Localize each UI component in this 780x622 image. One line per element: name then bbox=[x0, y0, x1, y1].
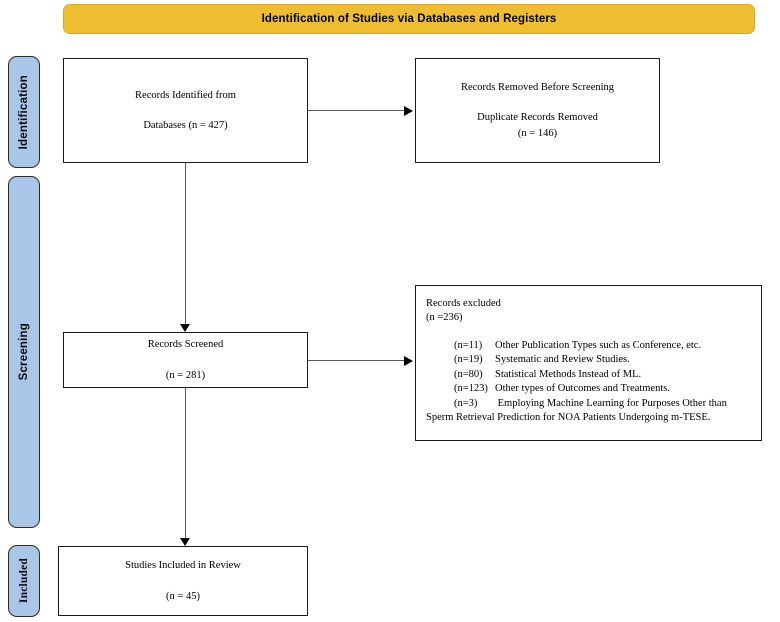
stage-tab-screening: Screening bbox=[8, 176, 40, 528]
exclusion-reason-item: (n=3) Employing Machine Learning for Pur… bbox=[426, 397, 753, 426]
box-records-removed-line3: (n = 146) bbox=[517, 127, 558, 139]
box-studies-included: Studies Included in Review (n = 45) bbox=[58, 546, 308, 616]
stage-tab-identification: Identification bbox=[8, 56, 40, 168]
connector-identified-to-screened bbox=[185, 163, 187, 324]
exclusion-reason-count: (n=80) bbox=[454, 368, 483, 380]
exclusion-reason-text: Other Publication Types such as Conferen… bbox=[495, 339, 702, 351]
connector-identified-to-removed bbox=[308, 110, 408, 112]
box-records-identified-line1: Records Identified from bbox=[135, 89, 236, 101]
box-studies-included-line2: (n = 45) bbox=[166, 590, 200, 602]
exclusion-reason-item: (n=19) Systematic and Review Studies. bbox=[426, 353, 753, 367]
diagram-header-banner: Identification of Studies via Databases … bbox=[63, 4, 755, 34]
stage-tab-included-label: Included bbox=[18, 558, 30, 604]
connector-screened-to-excluded bbox=[308, 360, 408, 362]
box-studies-included-line1: Studies Included in Review bbox=[125, 560, 241, 572]
arrow-head-right-icon bbox=[404, 356, 413, 366]
box-records-excluded: Records excluded (n =236) (n=11) Other P… bbox=[415, 285, 762, 441]
box-records-removed-line2: Duplicate Records Removed bbox=[477, 112, 598, 124]
exclusion-reason-count: (n=11) bbox=[454, 339, 483, 351]
connector-screened-to-included bbox=[185, 388, 187, 538]
box-records-removed: Records Removed Before Screening Duplica… bbox=[415, 58, 660, 163]
exclusion-reason-text: Other types of Outcomes and Treatments. bbox=[495, 383, 670, 395]
exclusion-reason-item: (n=80) Statistical Methods Instead of ML… bbox=[426, 368, 753, 382]
exclusion-reason-item: (n=11) Other Publication Types such as C… bbox=[426, 339, 753, 353]
exclusion-reason-count: (n=123) bbox=[454, 383, 488, 395]
exclusion-reason-item: (n=123) Other types of Outcomes and Trea… bbox=[426, 382, 753, 396]
box-records-screened: Records Screened (n = 281) bbox=[63, 332, 308, 388]
box-records-excluded-heading2: (n =236) bbox=[426, 311, 463, 323]
arrow-head-right-icon bbox=[404, 106, 413, 116]
box-records-identified: Records Identified from Databases (n = 4… bbox=[63, 58, 308, 163]
arrow-head-down-icon bbox=[180, 538, 190, 546]
exclusion-reason-text: Statistical Methods Instead of ML. bbox=[495, 368, 642, 380]
box-records-excluded-list: (n=11) Other Publication Types such as C… bbox=[426, 339, 753, 426]
box-records-screened-line1: Records Screened bbox=[147, 339, 224, 351]
stage-tab-included: Included bbox=[8, 545, 40, 617]
exclusion-reason-count: (n=19) bbox=[454, 354, 483, 366]
exclusion-reason-text: Systematic and Review Studies. bbox=[495, 354, 630, 366]
exclusion-reason-count: (n=3) bbox=[454, 397, 478, 409]
box-records-excluded-heading1: Records excluded bbox=[426, 298, 501, 309]
arrow-head-down-icon bbox=[180, 324, 190, 332]
exclusion-reason-text: Employing Machine Learning for Purposes … bbox=[426, 397, 727, 424]
diagram-title: Identification of Studies via Databases … bbox=[261, 13, 557, 25]
box-records-removed-line1: Records Removed Before Screening bbox=[460, 82, 615, 94]
stage-tab-screening-label: Screening bbox=[18, 323, 30, 381]
stage-tab-identification-label: Identification bbox=[18, 74, 30, 150]
box-records-screened-line2: (n = 281) bbox=[165, 369, 206, 381]
box-records-identified-line2: Databases (n = 427) bbox=[143, 120, 228, 131]
